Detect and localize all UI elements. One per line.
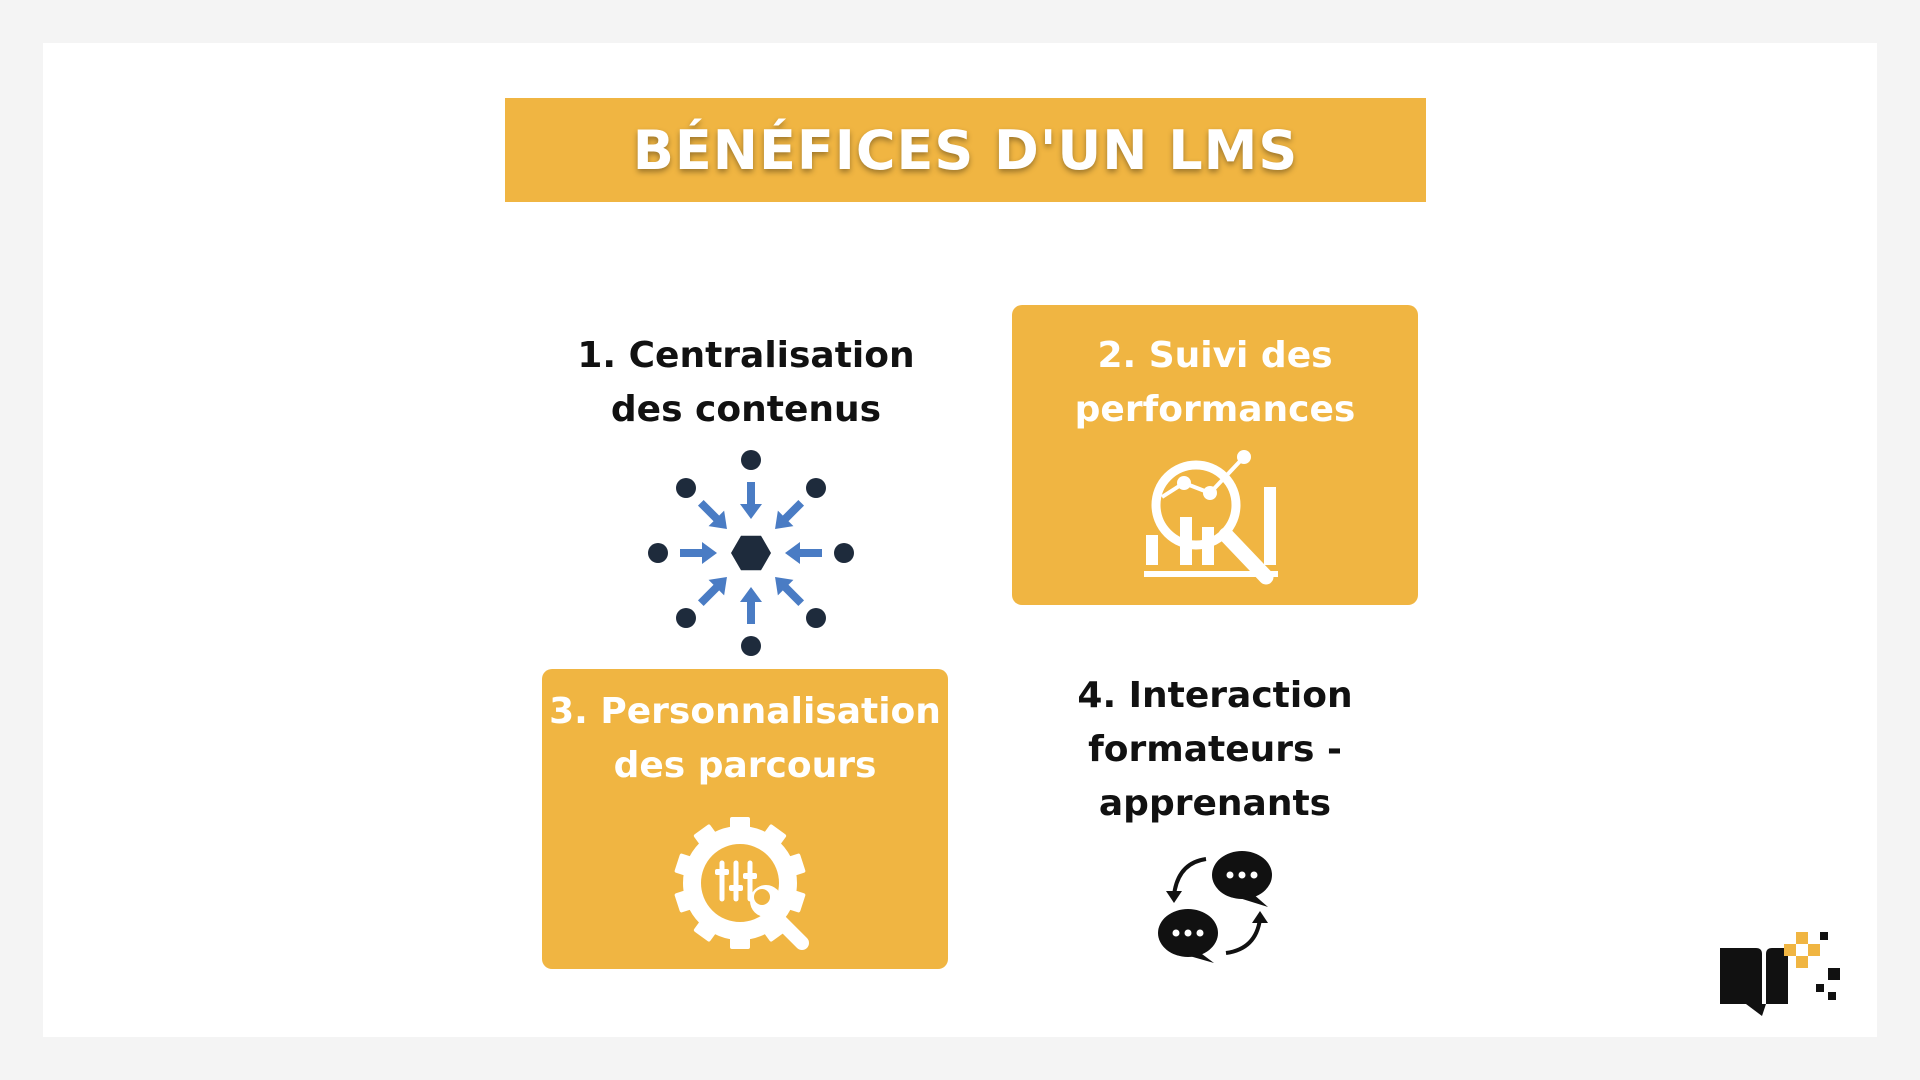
slide: BÉNÉFICES D'UN LMS 1. Centralisation des… <box>43 43 1877 1037</box>
benefit-card-personnalisation: 3. Personnalisation des parcours <box>542 669 948 969</box>
benefit-label: 3. Personnalisation des parcours <box>549 691 941 786</box>
page-title: BÉNÉFICES D'UN LMS <box>632 118 1299 182</box>
benefit-label: 4. Interaction formateurs - apprenants <box>1077 675 1353 824</box>
centralization-hub-icon <box>645 447 855 657</box>
benefit-label: 2. Suivi des performances <box>1074 335 1356 430</box>
benefit-card-interaction: 4. Interaction formateurs - apprenants <box>1012 669 1418 969</box>
chat-exchange-icon <box>1156 847 1280 965</box>
benefit-card-suivi: 2. Suivi des performances <box>1012 305 1418 605</box>
magnifier-chart-icon <box>1140 447 1290 597</box>
benefit-card-centralisation: 1. Centralisation des contenus <box>543 305 949 656</box>
gear-wrench-settings-icon <box>670 813 820 953</box>
benefit-label: 1. Centralisation des contenus <box>577 335 915 430</box>
brand-logo-icon <box>1716 928 1852 1022</box>
title-banner: BÉNÉFICES D'UN LMS <box>505 98 1426 202</box>
